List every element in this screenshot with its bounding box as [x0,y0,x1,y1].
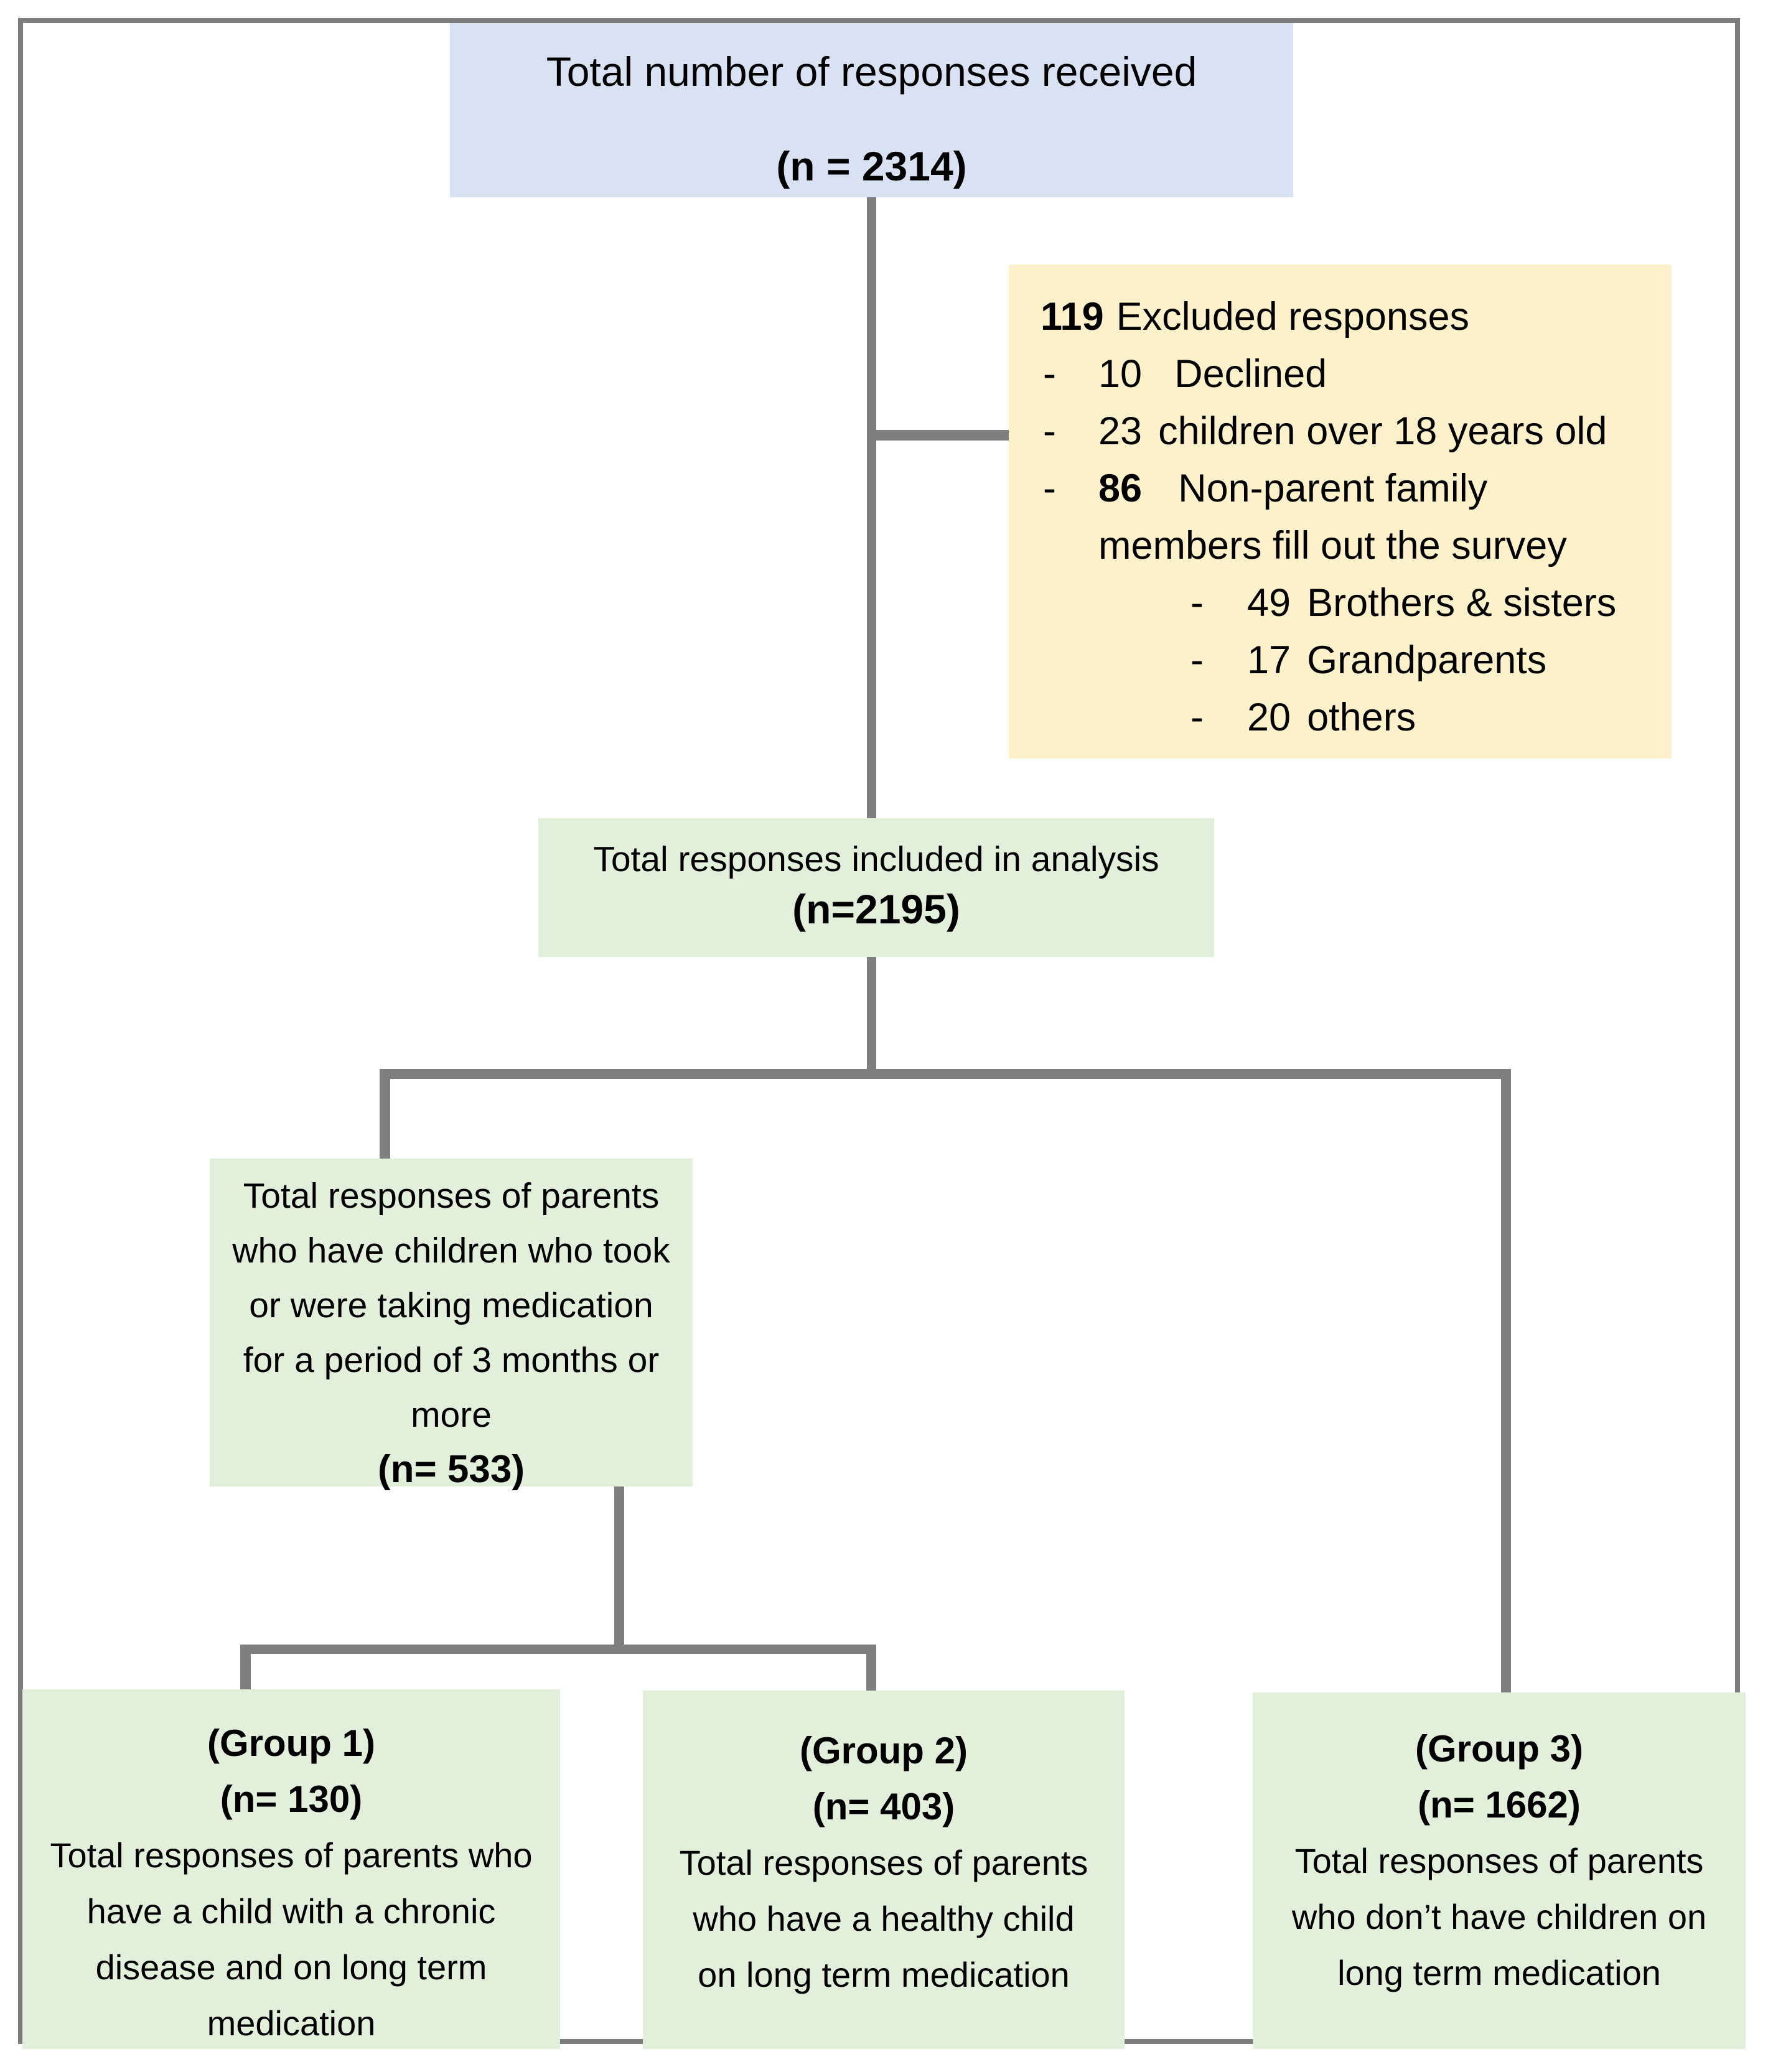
excluded-responses-box: 119 Excluded responses - 10 Declined - 23 c… [1009,264,1672,758]
total-responses-received-n: (n = 2314) [776,143,967,189]
group1-body-line: have a child with a chronic [87,1892,496,1931]
excluded-item-text: children over 18 years old [1158,409,1607,453]
group2-body-line: on long term medication [698,1955,1070,1994]
group2-body-line: who have a healthy child [693,1899,1075,1938]
group2-body-line: Total responses of parents [679,1843,1088,1882]
group3-body-line: Total responses of parents [1294,1841,1704,1880]
excluded-subitem-text: others [1307,696,1416,739]
excluded-item-over18: - 23 children over 18 years old [1009,403,1672,460]
medication-box-n: (n= 533) [377,1448,525,1491]
excluded-item-text: Non-parent family [1178,467,1488,510]
connector-drop-group3 [1501,1069,1511,1695]
group3-body-line: long term medication [1337,1953,1661,1992]
excluded-item-num: 86 [1098,467,1143,510]
group1-body-line: Total responses of parents who [50,1836,533,1875]
connector-drop-group1 [240,1645,251,1692]
medication-box-line: more [411,1395,492,1435]
excluded-item-text: Declined [1174,352,1327,396]
dash-bullet: - [1190,696,1204,739]
total-responses-received-label: Total number of responses received [546,49,1197,95]
dash-bullet: - [1190,581,1204,625]
connector-top-to-analysis [867,197,876,818]
dash-bullet: - [1043,352,1056,396]
group2-box: (Group 2) (n= 403) Total responses of pa… [643,1691,1125,2049]
excluded-continuation-text: members fill out the survey [1098,524,1567,567]
included-in-analysis-n: (n=2195) [792,886,960,932]
excluded-subitem-others: - 20 others [1009,689,1672,746]
excluded-item-declined: - 10 Declined [1009,345,1672,403]
excluded-subitem-num: 20 [1247,696,1291,739]
group3-body-line: who don’t have children on [1291,1897,1707,1936]
medication-box-line: or were taking medication [249,1286,653,1325]
group3-n: (n= 1662) [1418,1784,1581,1826]
excluded-subitem-num: 17 [1247,638,1291,682]
excluded-item-num: 23 [1098,409,1143,453]
excluded-subitem-siblings: - 49 Brothers & sisters [1009,574,1672,632]
excluded-subitem-num: 49 [1247,581,1291,625]
medication-box-line: for a period of 3 months or [243,1340,660,1380]
dash-bullet: - [1043,409,1056,453]
excluded-subitem-grandparents: - 17 Grandparents [1009,632,1672,689]
group3-title: (Group 3) [1415,1728,1583,1770]
group1-body-line: medication [207,2004,376,2043]
excluded-title: Excluded responses [1116,295,1469,338]
group1-n: (n= 130) [220,1778,363,1820]
included-in-analysis-label: Total responses included in analysis [593,839,1159,879]
connector-medication-down [614,1486,624,1650]
excluded-subitem-text: Brothers & sisters [1307,581,1617,625]
connector-split-level2 [243,1645,876,1654]
excluded-item-nonparent: - 86 Non-parent family [1009,460,1672,517]
connector-drop-group2 [866,1645,876,1693]
connector-drop-medication [380,1069,390,1161]
included-in-analysis-box: Total responses included in analysis (n=… [538,818,1214,957]
group1-title: (Group 1) [207,1722,375,1764]
group2-title: (Group 2) [800,1730,968,1771]
excluded-title-line: 119 Excluded responses [1009,288,1672,345]
total-responses-received-box: Total number of responses received (n = … [450,23,1293,197]
group3-box: (Group 3) (n= 1662) Total responses of p… [1253,1692,1746,2049]
connector-analysis-down [867,957,876,1073]
connector-branch-to-excluded [871,430,1012,441]
connector-split-level1 [380,1069,1511,1079]
medication-box-line: Total responses of parents [243,1176,660,1216]
medication-box-line: who have children who took [232,1231,670,1271]
excluded-item-continuation: members fill out the survey [1009,517,1672,574]
group1-body-line: disease and on long term [95,1948,487,1987]
dash-bullet: - [1043,467,1056,510]
medication-parents-box: Total responses of parents who have chil… [210,1159,693,1491]
group1-box: (Group 1) (n= 130) Total responses of pa… [22,1689,560,2049]
excluded-count: 119 [1041,295,1104,338]
group2-n: (n= 403) [812,1786,955,1827]
dash-bullet: - [1190,638,1204,682]
excluded-item-num: 10 [1098,352,1143,396]
excluded-subitem-text: Grandparents [1307,638,1547,682]
